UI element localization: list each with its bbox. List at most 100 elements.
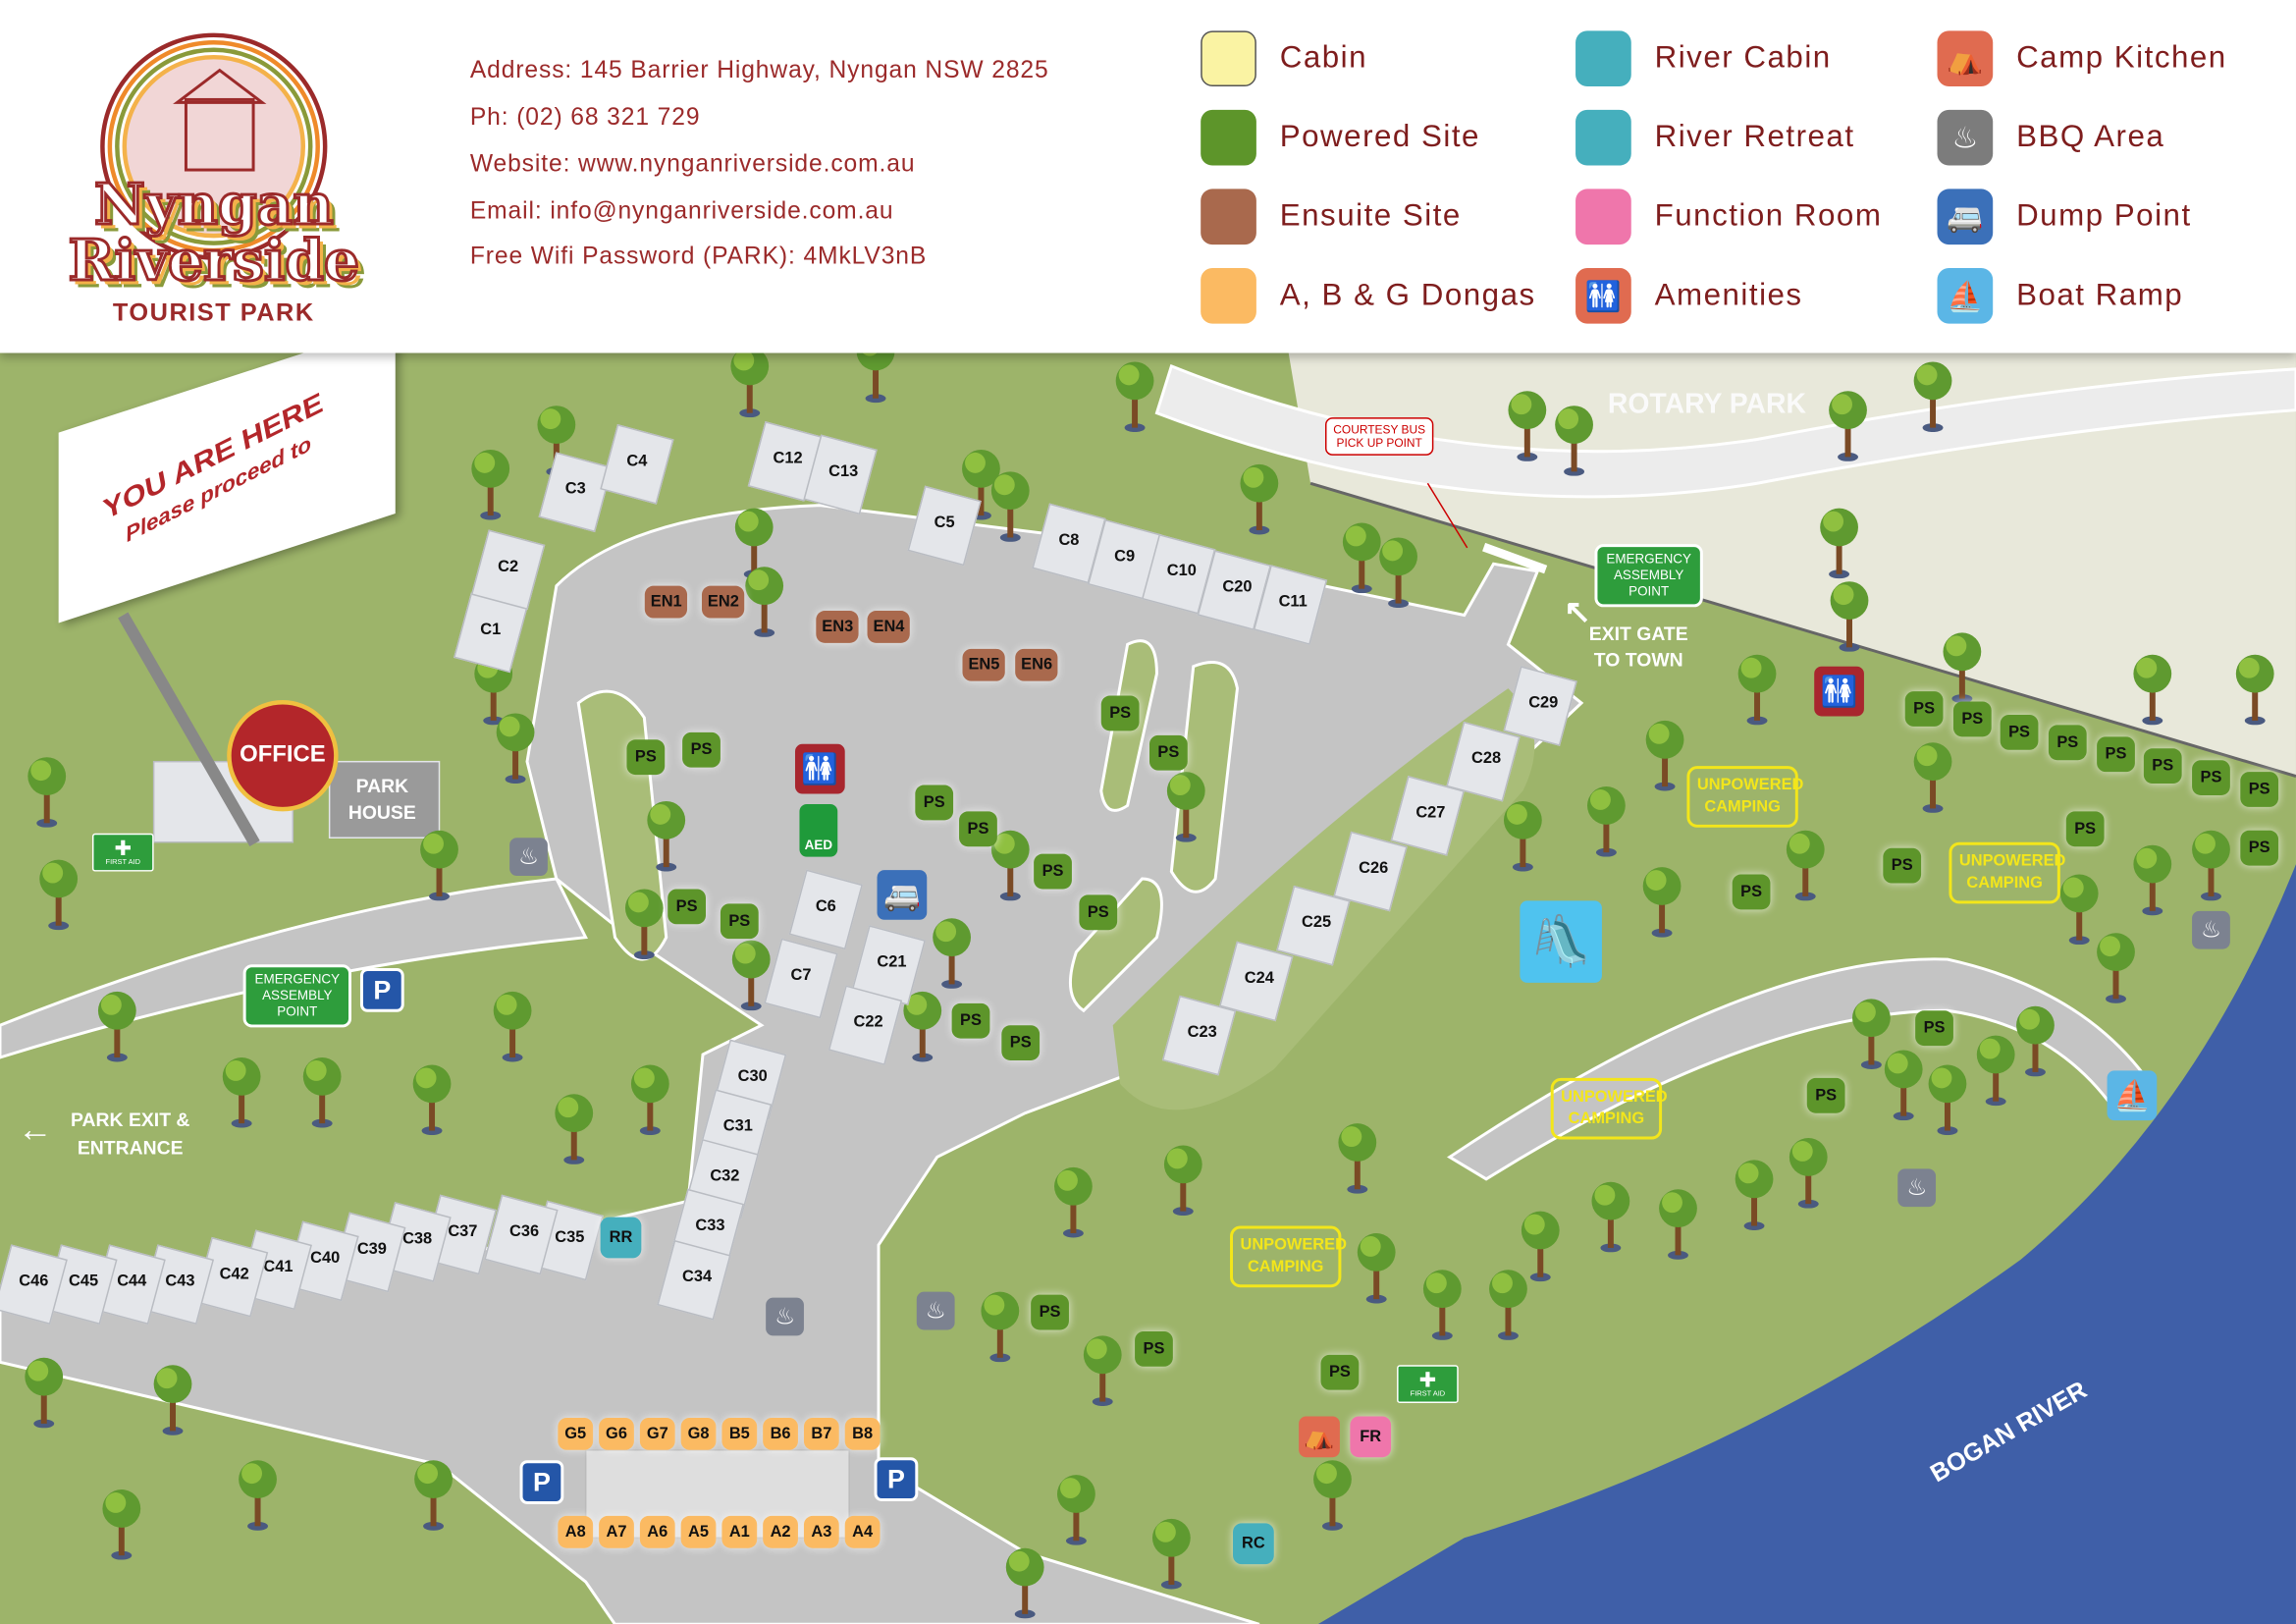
cabin-marker[interactable]: C32 (704, 1163, 746, 1190)
donga-marker[interactable]: G5 (558, 1417, 594, 1450)
donga-marker[interactable]: G8 (680, 1417, 717, 1450)
powered-site-marker[interactable]: PS (951, 1002, 990, 1039)
cabin-marker[interactable]: C5 (927, 510, 963, 536)
powered-site-marker[interactable]: PS (1904, 691, 1944, 727)
boat-ramp-icon[interactable]: ⛵ (2107, 1070, 2158, 1121)
cabin-marker[interactable]: C11 (1272, 588, 1313, 616)
unpowered-camping-area[interactable]: UNPOWERED CAMPING (1949, 841, 2065, 904)
powered-site-marker[interactable]: PS (2065, 811, 2105, 847)
donga-marker[interactable]: A7 (599, 1515, 634, 1548)
playground-icon[interactable]: 🛝 (1520, 900, 1602, 983)
bbq-icon[interactable]: ♨ (2192, 910, 2230, 949)
powered-site-marker[interactable]: PS (2000, 714, 2039, 750)
powered-site-marker[interactable]: PS (1031, 1294, 1069, 1330)
powered-site-marker[interactable]: PS (1732, 874, 1771, 910)
powered-site-marker[interactable]: PS (2143, 748, 2182, 785)
donga-marker[interactable]: A8 (558, 1515, 594, 1548)
aed-icon[interactable]: AED (799, 803, 838, 857)
amenities-icon[interactable]: 🚻 (1814, 666, 1864, 717)
donga-marker[interactable]: B5 (721, 1417, 758, 1450)
cabin-marker[interactable]: C4 (618, 448, 655, 475)
cabin-marker[interactable]: C27 (1410, 799, 1452, 827)
cabin-marker[interactable]: C21 (871, 948, 913, 976)
ensuite-site-marker[interactable]: EN4 (867, 611, 911, 643)
ensuite-site-marker[interactable]: EN6 (1015, 648, 1059, 681)
powered-site-marker[interactable]: PS (1079, 894, 1118, 931)
powered-site-marker[interactable]: PS (1915, 1010, 1953, 1047)
cabin-marker[interactable]: C45 (63, 1268, 105, 1295)
camp-kitchen-icon[interactable]: ⛺ (1299, 1416, 1340, 1458)
donga-marker[interactable]: G7 (639, 1417, 675, 1450)
parking-icon[interactable]: P (519, 1460, 564, 1504)
powered-site-marker[interactable]: PS (1883, 847, 1922, 884)
cabin-marker[interactable]: C24 (1238, 965, 1280, 992)
office-marker[interactable]: OFFICE (227, 700, 339, 812)
unpowered-camping-area[interactable]: UNPOWERED CAMPING (1230, 1225, 1347, 1288)
powered-site-marker[interactable]: PS (1320, 1354, 1360, 1390)
cabin-marker[interactable]: C23 (1181, 1019, 1223, 1047)
cabin-marker[interactable]: C44 (111, 1268, 153, 1295)
river-cabin-marker[interactable]: RC (1233, 1523, 1274, 1565)
donga-marker[interactable]: A4 (844, 1515, 881, 1548)
cabin-marker[interactable]: C25 (1296, 909, 1338, 937)
powered-site-marker[interactable]: PS (1148, 734, 1188, 771)
email-link[interactable]: Email: info@nynganriverside.com.au (469, 197, 894, 225)
cabin-marker[interactable]: C40 (304, 1244, 347, 1272)
function-room-marker[interactable]: FR (1350, 1416, 1392, 1458)
cabin-marker[interactable]: C35 (549, 1224, 591, 1251)
cabin-marker[interactable]: C10 (1160, 558, 1202, 585)
cabin-marker[interactable]: C31 (717, 1112, 759, 1140)
powered-site-marker[interactable]: PS (1952, 701, 1992, 737)
cabin-marker[interactable]: C39 (350, 1235, 393, 1263)
powered-site-marker[interactable]: PS (2097, 736, 2135, 773)
donga-marker[interactable]: A6 (639, 1515, 675, 1548)
cabin-marker[interactable]: C33 (689, 1213, 731, 1239)
cabin-marker[interactable]: C43 (159, 1268, 201, 1295)
powered-site-marker[interactable]: PS (1806, 1077, 1845, 1113)
donga-marker[interactable]: B8 (844, 1417, 881, 1450)
powered-site-marker[interactable]: PS (720, 903, 759, 940)
dump-point-icon[interactable]: 🚐 (877, 870, 928, 920)
river-retreat-marker[interactable]: RR (600, 1217, 642, 1259)
bbq-icon[interactable]: ♨ (766, 1297, 804, 1336)
cabin-marker[interactable]: C28 (1466, 745, 1508, 773)
cabin-marker[interactable]: C26 (1353, 855, 1395, 883)
cabin-marker[interactable]: C1 (472, 617, 508, 643)
website-link[interactable]: Website: www.nynganriverside.com.au (469, 150, 916, 178)
donga-marker[interactable]: A2 (763, 1515, 798, 1548)
powered-site-marker[interactable]: PS (1135, 1330, 1173, 1367)
cabin-marker[interactable]: C36 (504, 1218, 546, 1245)
cabin-marker[interactable]: C22 (847, 1008, 889, 1036)
parking-icon[interactable]: P (874, 1457, 919, 1501)
first-aid-icon[interactable]: ✚FIRST AID (1397, 1365, 1459, 1404)
amenities-icon[interactable]: 🚻 (794, 743, 845, 794)
cabin-marker[interactable]: C3 (558, 475, 594, 503)
powered-site-marker[interactable]: PS (1001, 1025, 1041, 1060)
cabin-marker[interactable]: C29 (1522, 689, 1565, 717)
ensuite-site-marker[interactable]: EN5 (962, 648, 1006, 681)
cabin-marker[interactable]: C30 (731, 1062, 774, 1090)
bbq-icon[interactable]: ♨ (916, 1291, 955, 1330)
cabin-marker[interactable]: C13 (823, 458, 865, 485)
powered-site-marker[interactable]: PS (2240, 830, 2279, 866)
unpowered-camping-area[interactable]: UNPOWERED CAMPING (1686, 766, 1803, 828)
bbq-icon[interactable]: ♨ (1897, 1168, 1937, 1208)
first-aid-icon[interactable]: ✚FIRST AID (91, 833, 154, 872)
powered-site-marker[interactable]: PS (2240, 772, 2279, 807)
powered-site-marker[interactable]: PS (1034, 853, 1072, 890)
powered-site-marker[interactable]: PS (2048, 725, 2087, 761)
cabin-marker[interactable]: C20 (1216, 573, 1258, 601)
cabin-marker[interactable]: C34 (676, 1264, 719, 1291)
powered-site-marker[interactable]: PS (915, 785, 954, 821)
cabin-marker[interactable]: C42 (213, 1261, 255, 1288)
powered-site-marker[interactable]: PS (626, 739, 666, 776)
powered-site-marker[interactable]: PS (682, 731, 721, 768)
cabin-marker[interactable]: C9 (1106, 543, 1143, 570)
cabin-marker[interactable]: C6 (808, 893, 844, 920)
donga-marker[interactable]: A3 (803, 1515, 839, 1548)
cabin-marker[interactable]: C8 (1051, 527, 1087, 554)
ensuite-site-marker[interactable]: EN3 (816, 611, 860, 643)
donga-marker[interactable]: G6 (599, 1417, 634, 1450)
ensuite-site-marker[interactable]: EN2 (701, 585, 745, 619)
bbq-icon[interactable]: ♨ (509, 838, 548, 877)
